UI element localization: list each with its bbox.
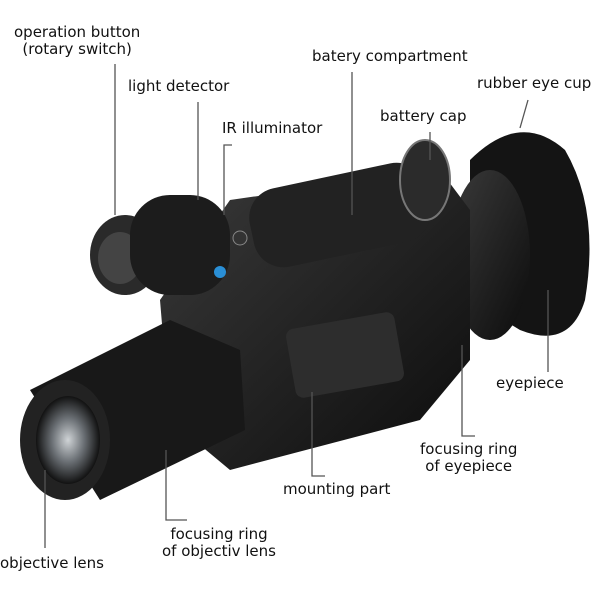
label-ir-illuminator: IR illuminator bbox=[222, 119, 323, 137]
battery-cap bbox=[399, 139, 451, 221]
label-objective-lens: objective lens bbox=[0, 554, 104, 572]
label-operation-button: operation button (rotary switch) bbox=[14, 24, 140, 58]
battery-compartment bbox=[249, 162, 431, 268]
leader-lines bbox=[44, 64, 549, 548]
label-mounting-part: mounting part bbox=[283, 480, 391, 498]
ir-illuminator bbox=[232, 230, 248, 246]
label-focusing-ring-eyepiece: focusing ring of eyepiece bbox=[420, 441, 517, 475]
label-line: of eyepiece bbox=[425, 457, 513, 475]
label-battery-compartment: batery compartment bbox=[312, 47, 468, 65]
mounting-part bbox=[286, 312, 404, 398]
label-line: (rotary switch) bbox=[22, 40, 132, 58]
label-rubber-eye-cup: rubber eye cup bbox=[477, 74, 592, 92]
label-line: of objectiv lens bbox=[162, 542, 276, 560]
label-light-detector: light detector bbox=[128, 77, 230, 95]
light-detector bbox=[214, 266, 226, 278]
label-line: focusing ring bbox=[420, 440, 518, 458]
label-line: operation button bbox=[14, 23, 141, 41]
label-eyepiece: eyepiece bbox=[496, 374, 564, 392]
label-focusing-ring-objective: focusing ring of objectiv lens bbox=[162, 526, 276, 560]
label-line: focusing ring bbox=[170, 525, 268, 543]
label-battery-cap: battery cap bbox=[380, 107, 467, 125]
